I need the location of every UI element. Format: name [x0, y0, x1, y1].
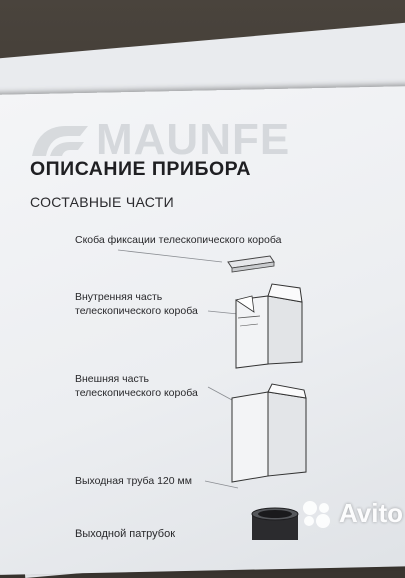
section-subtitle: СОСТАВНЫЕ ЧАСТИ — [30, 194, 174, 210]
brand-logo: MAUNFE — [30, 115, 290, 164]
bracket-drawing — [117, 249, 275, 273]
part-label-bracket: Скоба фиксации телескопического короба — [75, 234, 282, 246]
part-label-outlet-pipe: Выходная труба 120 мм — [75, 475, 192, 487]
avito-watermark: Avito — [300, 498, 403, 529]
inner-box-drawing — [207, 283, 303, 369]
parts-diagram — [117, 249, 307, 540]
part-label-outer-box-line1: Внешняя часть — [75, 373, 149, 385]
part-label-outlet-spigot: Выходной патрубок — [75, 528, 176, 540]
part-label-inner-box-line1: Внутренняя часть — [75, 291, 163, 303]
page-title: ОПИСАНИЕ ПРИБОРА — [30, 158, 251, 180]
outer-box-drawing — [207, 383, 307, 483]
brand-mark-icon — [32, 126, 88, 156]
brand-text: MAUNFE — [96, 115, 291, 164]
part-label-outer-box-line2: телескопического короба — [75, 387, 198, 399]
part-label-inner-box: Внутренняя часть телескопического короба — [75, 290, 198, 318]
outlet-pipe-drawing — [204, 480, 299, 540]
part-label-outer-box: Внешняя часть телескопического короба — [75, 372, 198, 400]
avito-logo-icon — [300, 499, 334, 529]
part-label-inner-box-line2: телескопического короба — [75, 305, 198, 317]
avito-watermark-text: Avito — [339, 498, 404, 528]
